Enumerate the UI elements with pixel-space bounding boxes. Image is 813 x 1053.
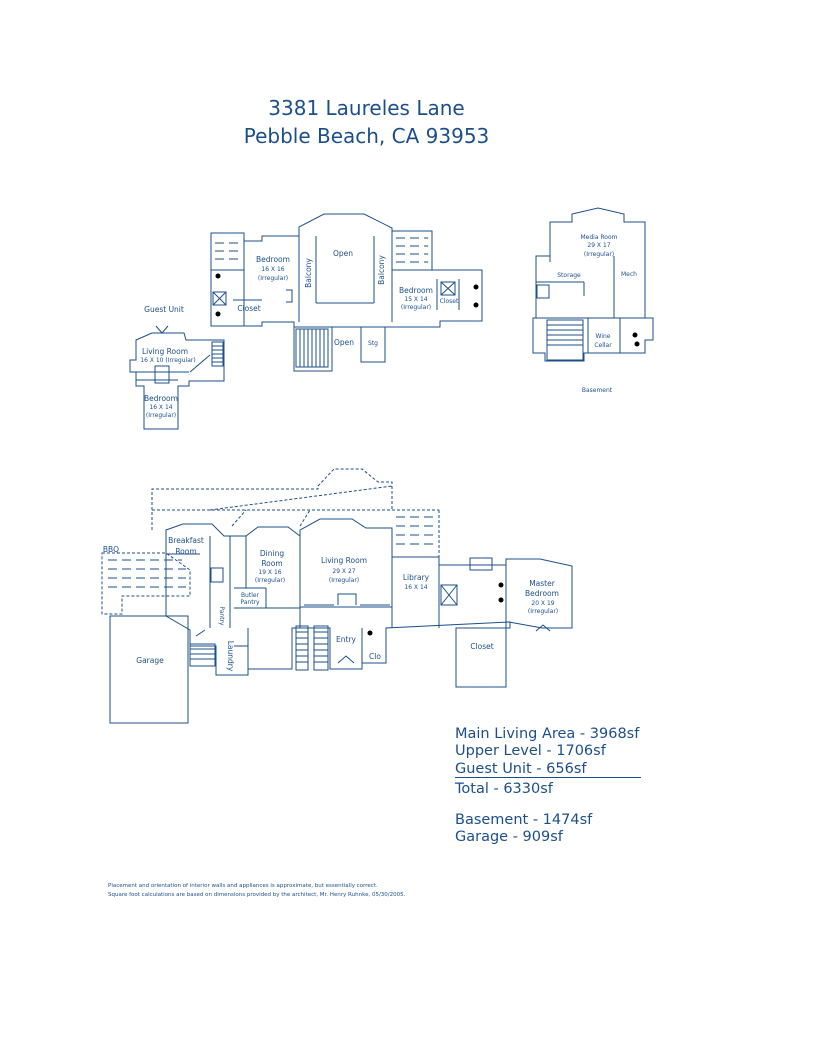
- summary-total: Total - 6330sf: [455, 781, 553, 797]
- butler-pantry-label-1: Butler: [241, 592, 260, 599]
- butler-pantry-label-2: Pantry: [240, 599, 260, 606]
- upper-bedroom-left-dims: 16 X 16: [261, 266, 284, 273]
- guest-living-room-dims-value: 16 X 10: [140, 357, 163, 364]
- guest-bedroom-note: (Irregular): [146, 412, 176, 419]
- guest-living-room-label: Living Room: [142, 347, 188, 356]
- living-room-note: (Irregular): [329, 577, 359, 584]
- entry-label: Entry: [336, 635, 357, 644]
- upper-bedroom-left-label: Bedroom: [256, 255, 290, 264]
- dining-room-label-2: Room: [261, 559, 282, 568]
- upper-level-plan: Bedroom 16 X 16 (Irregular) Open Balcony…: [210, 213, 483, 372]
- upper-bedroom-right-note: (Irregular): [401, 304, 431, 311]
- upper-closet-left-label: Closet: [237, 304, 260, 313]
- library-label: Library: [403, 573, 430, 582]
- summary-main-living: Main Living Area - 3968sf: [455, 726, 640, 742]
- media-room-note: (Irregular): [584, 251, 614, 258]
- master-bedroom-label-2: Bedroom: [525, 589, 559, 598]
- summary-basement: Basement - 1474sf: [455, 812, 593, 828]
- living-room-label: Living Room: [321, 556, 367, 565]
- main-closet-label: Closet: [470, 642, 493, 651]
- guest-bedroom-label: Bedroom: [144, 394, 178, 403]
- master-bedroom-note: (Irregular): [528, 608, 558, 615]
- guest-living-room-note: (Irregular): [165, 357, 195, 364]
- basement-plan: Media Room 29 X 17 (Irregular) Storage M…: [532, 207, 654, 394]
- living-room-dims: 29 X 27: [332, 568, 355, 575]
- summary-total-rule: [455, 777, 641, 778]
- wine-cellar-label-1: Wine: [596, 333, 611, 340]
- guest-unit-heading: Guest Unit: [144, 305, 184, 314]
- upper-bedroom-right-dims: 15 X 14: [404, 296, 427, 303]
- wine-cellar-label-2: Cellar: [594, 342, 612, 349]
- basement-heading: Basement: [582, 387, 613, 394]
- breakfast-room-label-2: Room: [175, 547, 196, 556]
- clo-label: Clo: [369, 652, 381, 661]
- dining-room-label-1: Dining: [260, 549, 284, 558]
- main-level-plan: BBQ Breakfast Room Dining Room 19 X 16 (…: [101, 468, 573, 724]
- media-room-label: Media Room: [580, 234, 617, 241]
- basement-storage-label: Storage: [557, 272, 581, 279]
- pantry-label: Pantry: [218, 606, 225, 626]
- footnote-line-2: Square foot calculations are based on di…: [108, 892, 406, 898]
- guest-unit-outline: [129, 332, 225, 430]
- upper-bedroom-left-note: (Irregular): [258, 275, 288, 282]
- summary-upper-level: Upper Level - 1706sf: [455, 743, 606, 759]
- summary-garage: Garage - 909sf: [455, 829, 563, 845]
- summary-guest-unit: Guest Unit - 656sf: [455, 761, 587, 777]
- address-line-2: Pebble Beach, CA 93953: [243, 124, 490, 148]
- upper-open-bottom-label: Open: [334, 338, 354, 347]
- pool-left: [101, 552, 191, 615]
- basement-outline: [532, 207, 654, 362]
- mech-label: Mech: [621, 271, 637, 278]
- balcony-right-label: Balcony: [377, 255, 386, 285]
- upper-open-top-label: Open: [333, 249, 353, 258]
- media-room-dims: 29 X 17: [587, 242, 610, 249]
- upper-bedroom-right-label: Bedroom: [399, 286, 433, 295]
- dining-room-note: (Irregular): [255, 577, 285, 584]
- master-bedroom-label-1: Master: [529, 579, 556, 588]
- footnote-line-1: Placement and orientation of interior wa…: [108, 883, 378, 889]
- guest-bedroom-dims: 16 X 14: [149, 404, 172, 411]
- deck-outline-top: [151, 468, 393, 530]
- master-bedroom-dims: 20 X 19: [531, 600, 554, 607]
- guest-living-room-dims: 16 X 10 (Irregular): [140, 357, 195, 364]
- address-line-1: 3381 Laureles Lane: [268, 96, 465, 120]
- balcony-left-label: Balcony: [304, 258, 313, 288]
- garage-label: Garage: [136, 656, 164, 665]
- upper-storage-label: Stg: [368, 340, 378, 347]
- library-dims: 16 X 14: [404, 584, 427, 591]
- guest-unit-plan: Guest Unit Living Room 16 X 10 (Irregula…: [129, 305, 225, 430]
- breakfast-room-label-1: Breakfast: [168, 536, 204, 545]
- upper-closet-right-label: Closet: [440, 298, 459, 305]
- bbq-label: BBQ: [103, 545, 119, 554]
- dining-room-dims: 19 X 16: [258, 569, 281, 576]
- upper-level-outline: [210, 213, 483, 372]
- garage-outline: [109, 615, 189, 724]
- laundry-label: Laundry: [226, 641, 235, 672]
